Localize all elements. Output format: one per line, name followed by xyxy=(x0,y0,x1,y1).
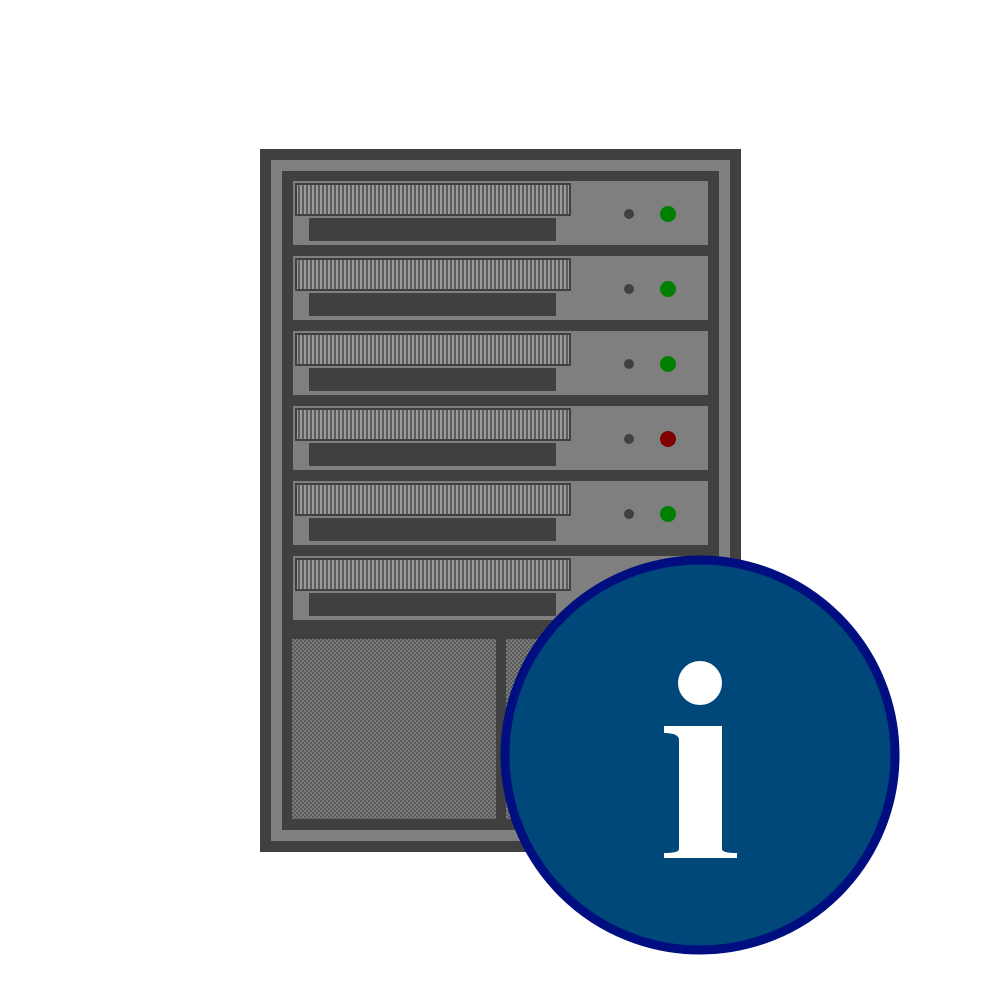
status-led xyxy=(660,431,676,447)
server-rack xyxy=(260,149,741,852)
rack-unit xyxy=(293,406,708,470)
rack-unit-vent xyxy=(295,258,571,291)
status-led xyxy=(660,506,676,522)
info-badge xyxy=(500,555,900,955)
rack-unit-vent xyxy=(295,333,571,366)
status-led xyxy=(660,206,676,222)
info-stem xyxy=(664,726,737,858)
rack-unit-vent xyxy=(295,558,571,591)
rack-units xyxy=(293,181,708,620)
drive-slot xyxy=(309,218,556,241)
activity-led xyxy=(624,209,634,219)
activity-led xyxy=(624,359,634,369)
lower-grille-left xyxy=(292,639,496,819)
info-dot xyxy=(678,661,722,705)
rack-unit-vent xyxy=(295,483,571,516)
drive-slot xyxy=(309,518,556,541)
rack-unit xyxy=(293,331,708,395)
activity-led xyxy=(624,284,634,294)
rack-unit xyxy=(293,256,708,320)
drive-slot xyxy=(309,443,556,466)
drive-slot xyxy=(309,368,556,391)
rack-unit xyxy=(293,481,708,545)
drive-slot xyxy=(309,293,556,316)
activity-led xyxy=(624,509,634,519)
rack-unit-vent xyxy=(295,183,571,216)
rack-unit xyxy=(293,181,708,245)
status-led xyxy=(660,281,676,297)
rack-unit-vent xyxy=(295,408,571,441)
drive-slot xyxy=(309,593,556,616)
status-led xyxy=(660,356,676,372)
activity-led xyxy=(624,434,634,444)
